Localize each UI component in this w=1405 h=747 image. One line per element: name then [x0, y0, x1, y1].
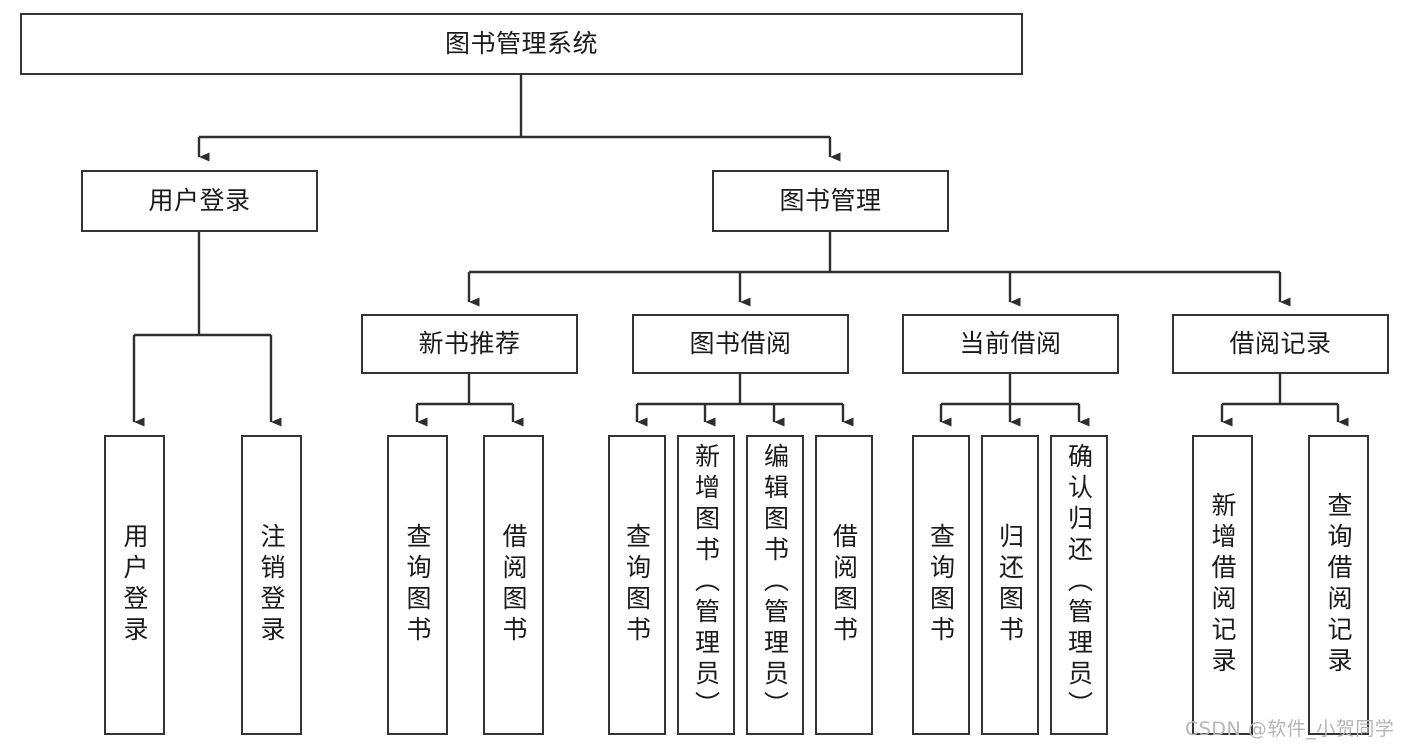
leaf-query-borrow-record[interactable]: 查询借阅记录: [1308, 435, 1369, 735]
leaf-borrow-book-recommend[interactable]: 借阅图书: [483, 435, 544, 735]
node-label: 注销登录: [257, 523, 286, 647]
leaf-user-login[interactable]: 用户登录: [104, 435, 165, 735]
leaf-return-book[interactable]: 归还图书: [981, 435, 1039, 735]
csdn-watermark: CSDN @软件_小贺同学: [1185, 718, 1395, 740]
leaf-edit-book-admin[interactable]: 编辑图书（管理员）: [746, 435, 804, 735]
node-label: 图书管理系统: [444, 29, 598, 59]
node-current-borrow[interactable]: 当前借阅: [902, 314, 1119, 374]
node-label: 查询图书: [622, 523, 652, 647]
node-book-borrow[interactable]: 图书借阅: [632, 314, 849, 374]
node-label: 当前借阅: [959, 329, 1062, 359]
node-book-management[interactable]: 图书管理: [712, 170, 949, 232]
node-label: 查询图书: [926, 523, 956, 647]
node-label: 新书推荐: [418, 329, 521, 359]
node-book-management-system[interactable]: 图书管理系统: [20, 13, 1023, 75]
node-label: 借阅图书: [829, 523, 859, 647]
node-label: 查询借阅记录: [1324, 492, 1353, 678]
node-label: 借阅图书: [499, 523, 528, 647]
leaf-query-book-borrow[interactable]: 查询图书: [608, 435, 666, 735]
leaf-add-book-admin[interactable]: 新增图书（管理员）: [677, 435, 735, 735]
node-label: 图书借阅: [689, 329, 792, 359]
leaf-borrow-book[interactable]: 借阅图书: [815, 435, 873, 735]
node-label: 借阅记录: [1229, 329, 1332, 359]
node-label: 编辑图书（管理员）: [760, 443, 790, 722]
node-label: 用户登录: [148, 186, 251, 216]
node-label: 新增借阅记录: [1208, 492, 1237, 678]
node-label: 图书管理: [779, 186, 882, 216]
node-new-book-recommend[interactable]: 新书推荐: [361, 314, 578, 374]
node-label: 用户登录: [120, 523, 149, 647]
leaf-logout-login[interactable]: 注销登录: [241, 435, 302, 735]
node-label: 新增图书（管理员）: [691, 443, 721, 722]
leaf-query-book-recommend[interactable]: 查询图书: [387, 435, 448, 735]
node-borrow-record[interactable]: 借阅记录: [1172, 314, 1389, 374]
leaf-query-book-current[interactable]: 查询图书: [912, 435, 970, 735]
node-user-login[interactable]: 用户登录: [81, 170, 318, 232]
leaf-confirm-return-admin[interactable]: 确认归还（管理员）: [1050, 435, 1108, 735]
leaf-add-borrow-record[interactable]: 新增借阅记录: [1192, 435, 1253, 735]
node-label: 确认归还（管理员）: [1064, 443, 1094, 722]
node-label: 查询图书: [403, 523, 432, 647]
node-label: 归还图书: [995, 523, 1025, 647]
